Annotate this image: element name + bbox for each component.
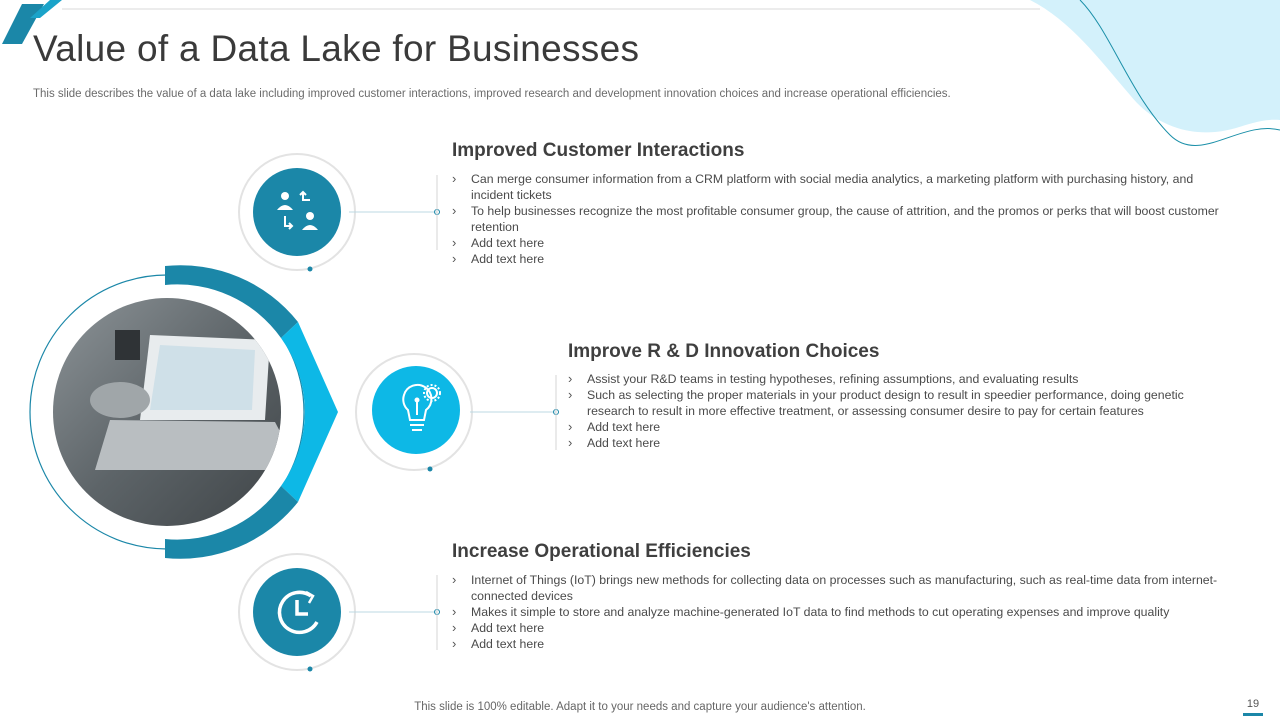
slash-decoration — [2, 4, 44, 44]
laptop-photo — [53, 298, 281, 526]
list-item: Assist your R&D teams in testing hypothe… — [568, 371, 1233, 387]
section-3-bullets: Internet of Things (IoT) brings new meth… — [452, 572, 1232, 652]
section-1-bullets: Can merge consumer information from a CR… — [452, 171, 1232, 267]
page-title: Value of a Data Lake for Businesses — [33, 28, 640, 69]
list-item: Add text here — [452, 636, 1232, 652]
section-1-title: Improved Customer Interactions — [452, 140, 745, 161]
list-item: Add text here — [452, 620, 1232, 636]
list-item: Add text here — [452, 235, 1232, 251]
list-item: Add text here — [568, 435, 1233, 451]
page-number: 19 — [1246, 698, 1260, 710]
wave-line-decoration — [1079, 0, 1280, 146]
list-item: Internet of Things (IoT) brings new meth… — [452, 572, 1232, 604]
slash-decoration — [30, 0, 62, 18]
list-item: Can merge consumer information from a CR… — [452, 171, 1232, 203]
clock-refresh-icon — [277, 590, 319, 635]
footer-note: This slide is 100% editable. Adapt it to… — [414, 701, 866, 713]
page-subtitle: This slide describes the value of a data… — [33, 88, 951, 100]
wave-decoration — [1030, 0, 1280, 133]
list-item: To help businesses recognize the most pr… — [452, 203, 1232, 235]
list-item: Such as selecting the proper materials i… — [568, 387, 1233, 419]
list-item: Add text here — [568, 419, 1233, 435]
section-2-bullets: Assist your R&D teams in testing hypothe… — [568, 371, 1233, 451]
list-item: Add text here — [452, 251, 1232, 267]
people-exchange-icon — [277, 190, 318, 230]
accent-arc-top — [165, 265, 298, 338]
list-item: Makes it simple to store and analyze mac… — [452, 604, 1232, 620]
section-2-title: Improve R & D Innovation Choices — [568, 341, 880, 362]
lightbulb-gear-icon — [402, 383, 441, 431]
accent-arc-mid — [281, 322, 338, 502]
accent-arc-bottom — [165, 486, 298, 559]
section-2-icon-group — [355, 353, 559, 472]
section-1-icon-group — [238, 153, 440, 272]
section-3-title: Increase Operational Efficiencies — [452, 541, 751, 562]
section-3-icon-group — [238, 553, 440, 672]
page-number-underline — [1243, 713, 1263, 716]
